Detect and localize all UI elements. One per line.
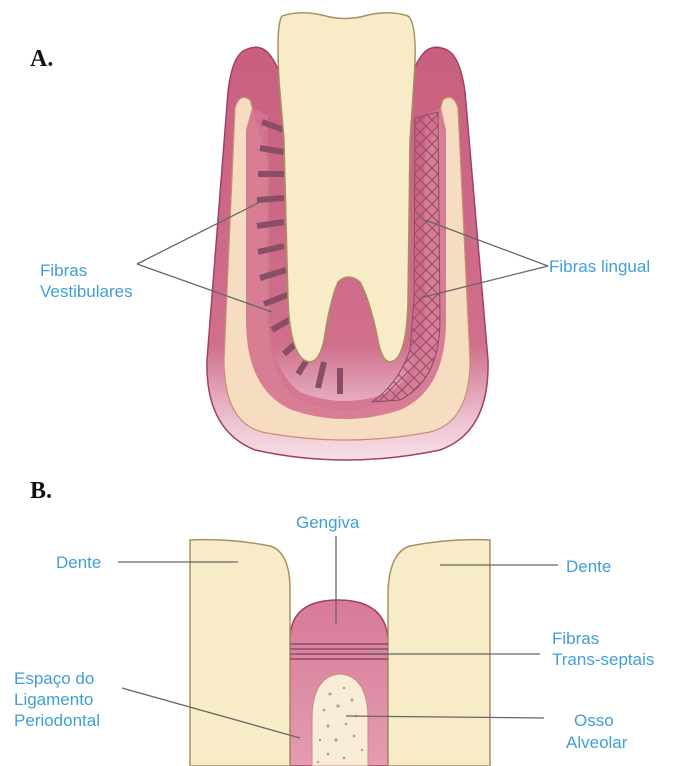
tooth-b-left bbox=[190, 540, 290, 766]
tooth-b-right bbox=[388, 540, 490, 766]
label-osso-alveolar: Osso Alveolar bbox=[566, 711, 628, 752]
panel-a: A. bbox=[30, 13, 650, 460]
label-fibras-lingual: Fibras lingual bbox=[549, 257, 650, 276]
label-dente-right: Dente bbox=[566, 557, 611, 576]
label-fibras-trans-septais: Fibras Trans-septais bbox=[552, 629, 654, 669]
panel-a-letter: A. bbox=[30, 46, 53, 72]
panel-b-letter: B. bbox=[30, 478, 52, 504]
alveolar-bone-b bbox=[312, 674, 368, 766]
panel-b: B. Ge bbox=[14, 478, 654, 766]
label-fibras-vestibulares: Fibras Vestibulares bbox=[40, 261, 133, 301]
label-dente-left: Dente bbox=[56, 553, 101, 572]
label-gengiva: Gengiva bbox=[296, 513, 360, 532]
label-espaco-ligamento-periodontal: Espaço do Ligamento Periodontal bbox=[14, 669, 100, 730]
